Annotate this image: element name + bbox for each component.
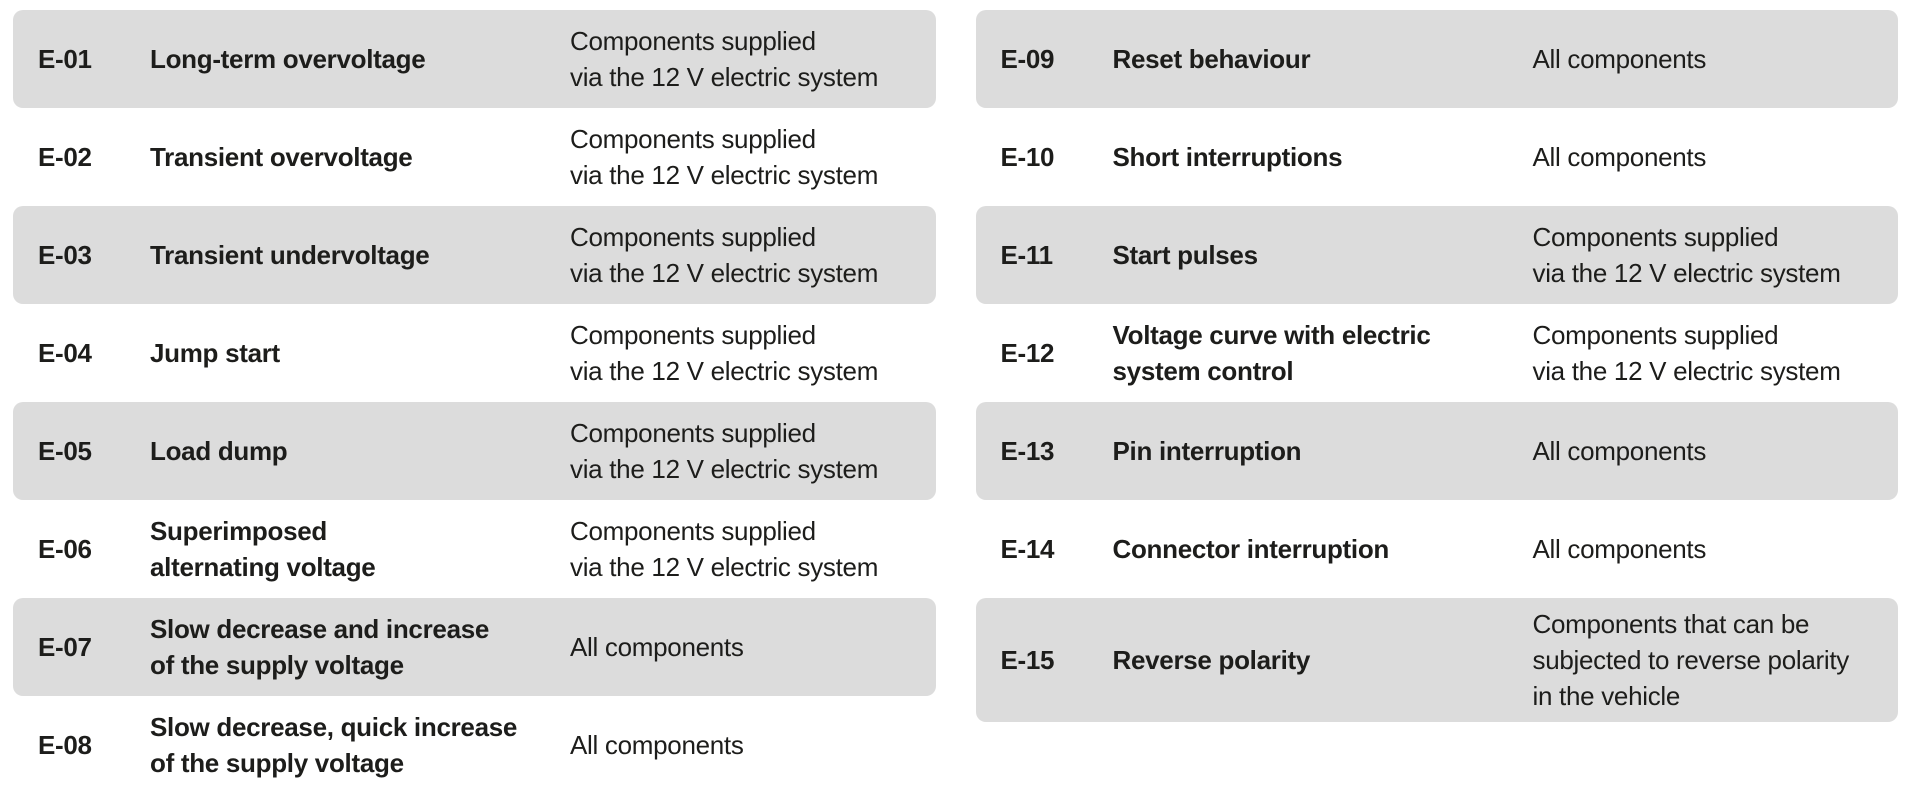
test-name: Load dump xyxy=(150,436,288,466)
test-applicability: All components xyxy=(1532,534,1707,564)
test-name: Long-term overvoltage xyxy=(150,44,426,74)
test-code: E-14 xyxy=(1000,533,1055,564)
table-row: E-05 Load dump Components supplied via t… xyxy=(13,402,936,500)
test-applicability: Components supplied via the 12 V electri… xyxy=(570,124,879,190)
test-name: Slow decrease, quick increase of the sup… xyxy=(150,712,518,778)
table-row: E-06 Superimposed alternating voltage Co… xyxy=(13,500,936,598)
test-applicability: All components xyxy=(570,632,744,662)
test-code: E-02 xyxy=(38,141,92,172)
table-row: E-09 Reset behaviour All components xyxy=(975,10,1898,108)
table-row: E-14 Connector interruption All componen… xyxy=(976,500,1899,598)
test-applicability: Components supplied via the 12 V electri… xyxy=(1532,320,1841,386)
table-row: E-01 Long-term overvoltage Components su… xyxy=(13,10,936,108)
test-name: Voltage curve with electric system contr… xyxy=(1112,320,1431,386)
test-name: Reset behaviour xyxy=(1112,44,1311,74)
test-applicability: Components supplied via the 12 V electri… xyxy=(570,26,879,92)
table-row: E-15 Reverse polarity Components that ca… xyxy=(975,598,1898,722)
test-code: E-05 xyxy=(38,435,92,466)
test-applicability: All components xyxy=(1532,44,1707,74)
test-applicability: Components supplied via the 12 V electri… xyxy=(570,222,879,288)
test-name: Short interruptions xyxy=(1112,142,1343,172)
table-row: E-03 Transient undervoltage Components s… xyxy=(13,206,936,304)
test-name: Connector interruption xyxy=(1112,534,1390,564)
table-row: E-11 Start pulses Components supplied vi… xyxy=(975,206,1898,304)
test-code: E-15 xyxy=(1000,644,1055,675)
test-applicability: All components xyxy=(1532,142,1707,172)
test-name: Superimposed alternating voltage xyxy=(150,516,376,582)
test-code: E-13 xyxy=(1000,435,1055,466)
test-code: E-06 xyxy=(38,533,92,564)
test-applicability: Components supplied via the 12 V electri… xyxy=(570,516,879,582)
test-name: Pin interruption xyxy=(1112,436,1302,466)
test-applicability: All components xyxy=(570,730,744,760)
test-code: E-07 xyxy=(38,631,92,662)
table-row: E-12 Voltage curve with electric system … xyxy=(976,304,1899,402)
test-applicability: Components supplied via the 12 V electri… xyxy=(1532,222,1841,288)
test-code: E-11 xyxy=(1000,239,1054,270)
test-name: Transient undervoltage xyxy=(150,240,430,270)
table-row: E-13 Pin interruption All components xyxy=(975,402,1898,500)
test-code: E-01 xyxy=(38,43,92,74)
test-applicability: Components supplied via the 12 V electri… xyxy=(570,418,879,484)
test-name: Start pulses xyxy=(1112,240,1259,270)
test-applicability: Components that can be subjected to reve… xyxy=(1532,609,1850,711)
table-row: E-10 Short interruptions All components xyxy=(976,108,1899,206)
table-row: E-08 Slow decrease, quick increase of th… xyxy=(13,696,936,794)
test-code: E-03 xyxy=(38,239,92,270)
test-code: E-09 xyxy=(1000,43,1055,74)
table-row: E-02 Transient overvoltage Components su… xyxy=(13,108,936,206)
test-table-right: E-09 Reset behaviour All components E-10… xyxy=(975,10,1899,722)
test-name: Jump start xyxy=(150,338,280,368)
test-name: Reverse polarity xyxy=(1112,645,1311,675)
test-applicability: Components supplied via the 12 V electri… xyxy=(570,320,879,386)
test-name: Transient overvoltage xyxy=(150,142,413,172)
table-row: E-04 Jump start Components supplied via … xyxy=(13,304,936,402)
test-code: E-10 xyxy=(1000,141,1055,172)
test-applicability: All components xyxy=(1532,436,1707,466)
test-code: E-04 xyxy=(38,337,92,368)
table-row: E-07 Slow decrease and increase of the s… xyxy=(13,598,936,696)
test-code: E-08 xyxy=(38,729,92,760)
test-code: E-12 xyxy=(1000,337,1055,368)
test-table-left: E-01 Long-term overvoltage Components su… xyxy=(13,10,936,794)
test-name: Slow decrease and increase of the supply… xyxy=(150,614,490,680)
